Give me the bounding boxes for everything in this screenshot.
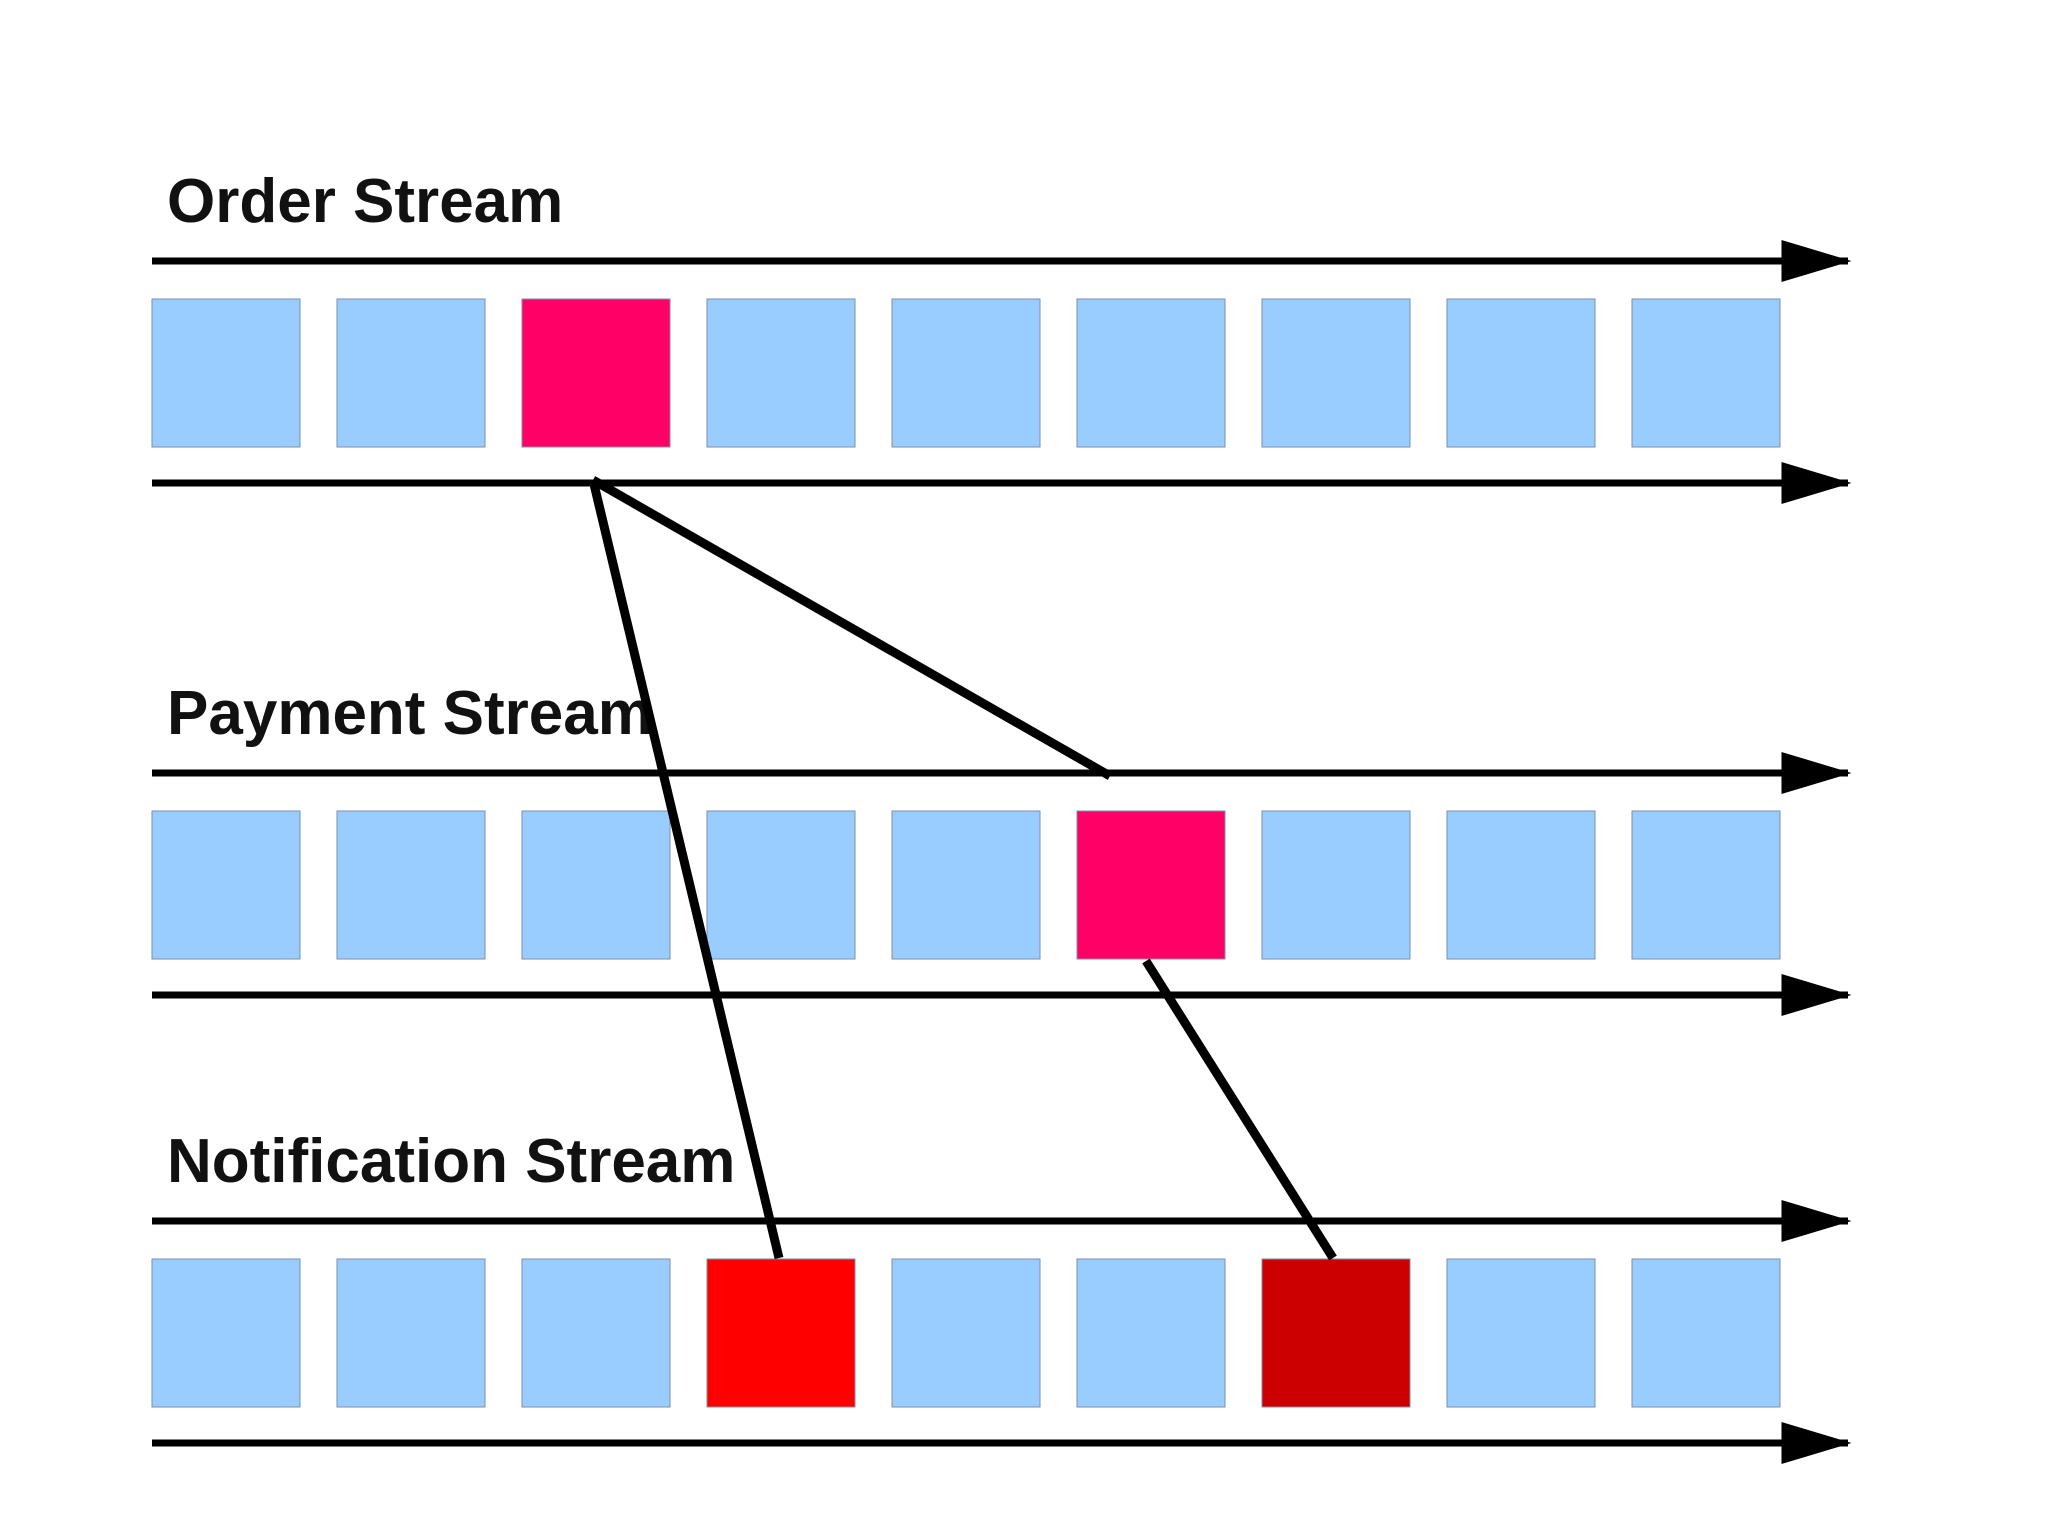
notification-event-2 bbox=[336, 1258, 486, 1408]
notification-event-8 bbox=[1446, 1258, 1596, 1408]
order-event-4 bbox=[706, 298, 856, 448]
notification-event-9 bbox=[1631, 1258, 1781, 1408]
payment-event-7 bbox=[1261, 810, 1411, 960]
payment-event-2 bbox=[336, 810, 486, 960]
notification-event-6 bbox=[1076, 1258, 1226, 1408]
payment-stream-events bbox=[151, 810, 1781, 960]
notification-stream-title: Notification Stream bbox=[167, 1127, 735, 1196]
payment-event-8 bbox=[1446, 810, 1596, 960]
dependency-links bbox=[588, 476, 1337, 1261]
order-event-2 bbox=[336, 298, 486, 448]
order-stream-events bbox=[151, 298, 1781, 448]
link-order-to-payment bbox=[590, 476, 1113, 780]
notification-stream: Notification Stream bbox=[151, 1127, 1852, 1464]
payment-event-6 bbox=[1076, 810, 1226, 960]
payment-event-9 bbox=[1631, 810, 1781, 960]
notification-stream-events bbox=[151, 1258, 1781, 1408]
payment-event-3 bbox=[521, 810, 671, 960]
order-stream: Order Stream bbox=[151, 167, 1852, 504]
payment-stream-title: Payment Stream bbox=[167, 679, 653, 748]
order-event-8 bbox=[1446, 298, 1596, 448]
notification-event-4 bbox=[706, 1258, 856, 1408]
notification-event-7 bbox=[1261, 1258, 1411, 1408]
notification-event-5 bbox=[891, 1258, 1041, 1408]
order-event-9 bbox=[1631, 298, 1781, 448]
link-order-to-notification bbox=[588, 478, 784, 1260]
order-event-6 bbox=[1076, 298, 1226, 448]
notification-event-3 bbox=[521, 1258, 671, 1408]
link-payment-to-notification bbox=[1142, 958, 1337, 1261]
payment-event-1 bbox=[151, 810, 301, 960]
order-stream-title: Order Stream bbox=[167, 167, 563, 236]
order-event-5 bbox=[891, 298, 1041, 448]
payment-stream: Payment Stream bbox=[151, 679, 1852, 1016]
payment-event-5 bbox=[891, 810, 1041, 960]
order-event-7 bbox=[1261, 298, 1411, 448]
notification-event-1 bbox=[151, 1258, 301, 1408]
payment-event-4 bbox=[706, 810, 856, 960]
order-event-1 bbox=[151, 298, 301, 448]
order-event-3 bbox=[521, 298, 671, 448]
